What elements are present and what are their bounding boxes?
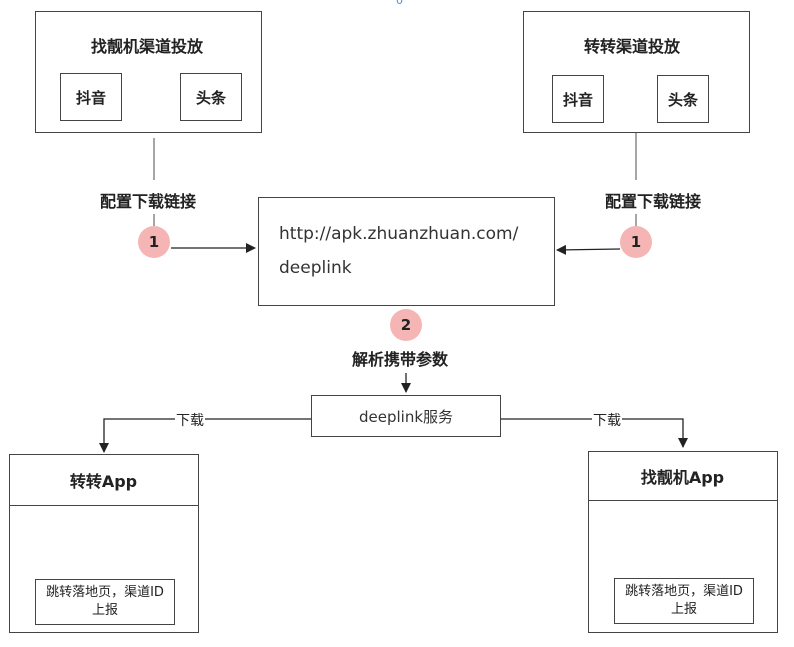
top-mark: 0	[396, 0, 403, 7]
right-app-box: 找靓机App 跳转落地页，渠道ID 上报	[587, 450, 778, 633]
left-channel-title: 找靓机渠道投放	[91, 37, 204, 56]
left-channel-toutiao: 头条	[180, 73, 242, 121]
deeplink-service-box: deeplink服务	[311, 395, 501, 437]
deeplink-url-box: http://apk.zhuanzhuan.com/ deeplink	[258, 197, 555, 306]
step-1-badge-right: 1	[620, 226, 652, 258]
url-line-2: deeplink	[279, 258, 352, 278]
right-app-note: 跳转落地页，渠道ID 上报	[614, 578, 754, 624]
left-app-title: 转转App	[8, 453, 199, 506]
config-label-left: 配置下载链接	[100, 192, 197, 211]
download-label-right: 下载	[592, 410, 622, 430]
config-label-right: 配置下载链接	[605, 192, 702, 211]
step-2-badge: 2	[390, 309, 422, 341]
download-label-left: 下载	[175, 410, 205, 430]
right-channel-toutiao: 头条	[657, 75, 709, 123]
right-app-title: 找靓机App	[587, 450, 778, 501]
right-channel-douyin: 抖音	[552, 75, 604, 123]
left-app-note: 跳转落地页，渠道ID 上报	[35, 579, 175, 625]
arrow-download-left	[99, 418, 311, 453]
right-channel-box: 转转渠道投放 抖音 头条	[523, 11, 750, 133]
url-line-1: http://apk.zhuanzhuan.com/	[279, 224, 519, 244]
right-channel-title: 转转渠道投放	[584, 37, 681, 56]
arrow-download-right	[500, 418, 688, 448]
step-1-badge-left: 1	[138, 226, 170, 258]
left-app-box: 转转App 跳转落地页，渠道ID 上报	[8, 453, 199, 633]
left-channel-box: 找靓机渠道投放 抖音 头条	[35, 11, 262, 133]
left-channel-douyin: 抖音	[60, 73, 122, 121]
parse-label: 解析携带参数	[352, 350, 449, 369]
arrow-right-to-url	[556, 244, 621, 255]
